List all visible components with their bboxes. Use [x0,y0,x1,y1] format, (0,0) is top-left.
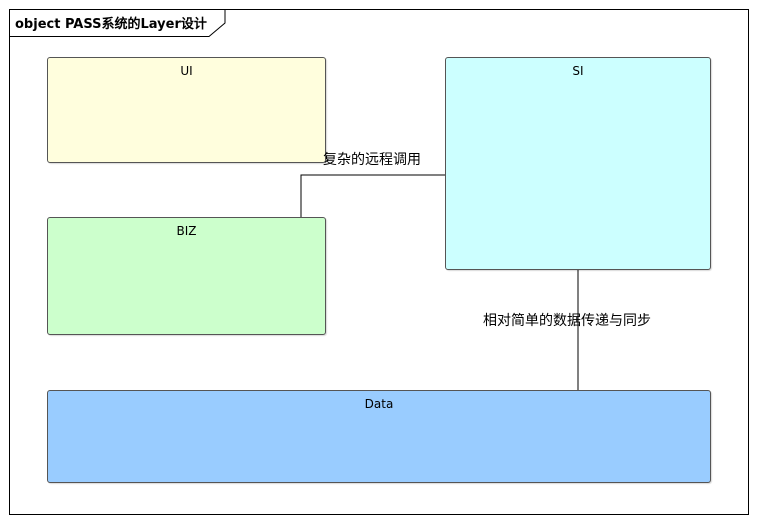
node-ui-label: UI [180,64,193,78]
node-data[interactable]: Data [47,390,711,483]
node-data-label: Data [364,397,394,411]
node-biz[interactable]: BIZ [47,217,326,335]
node-biz-label: BIZ [176,224,197,238]
node-ui[interactable]: UI [47,57,326,163]
edge-biz-si-label: 复杂的远程调用 [323,152,421,168]
frame-tab-shape [9,9,226,37]
node-si-label: SI [572,64,584,78]
node-si[interactable]: SI [445,57,711,270]
frame-title: object PASS系统的Layer设计 [15,17,207,32]
edge-si-data-label: 相对简单的数据传递与同步 [483,313,651,329]
edge-biz-si[interactable] [300,174,445,217]
